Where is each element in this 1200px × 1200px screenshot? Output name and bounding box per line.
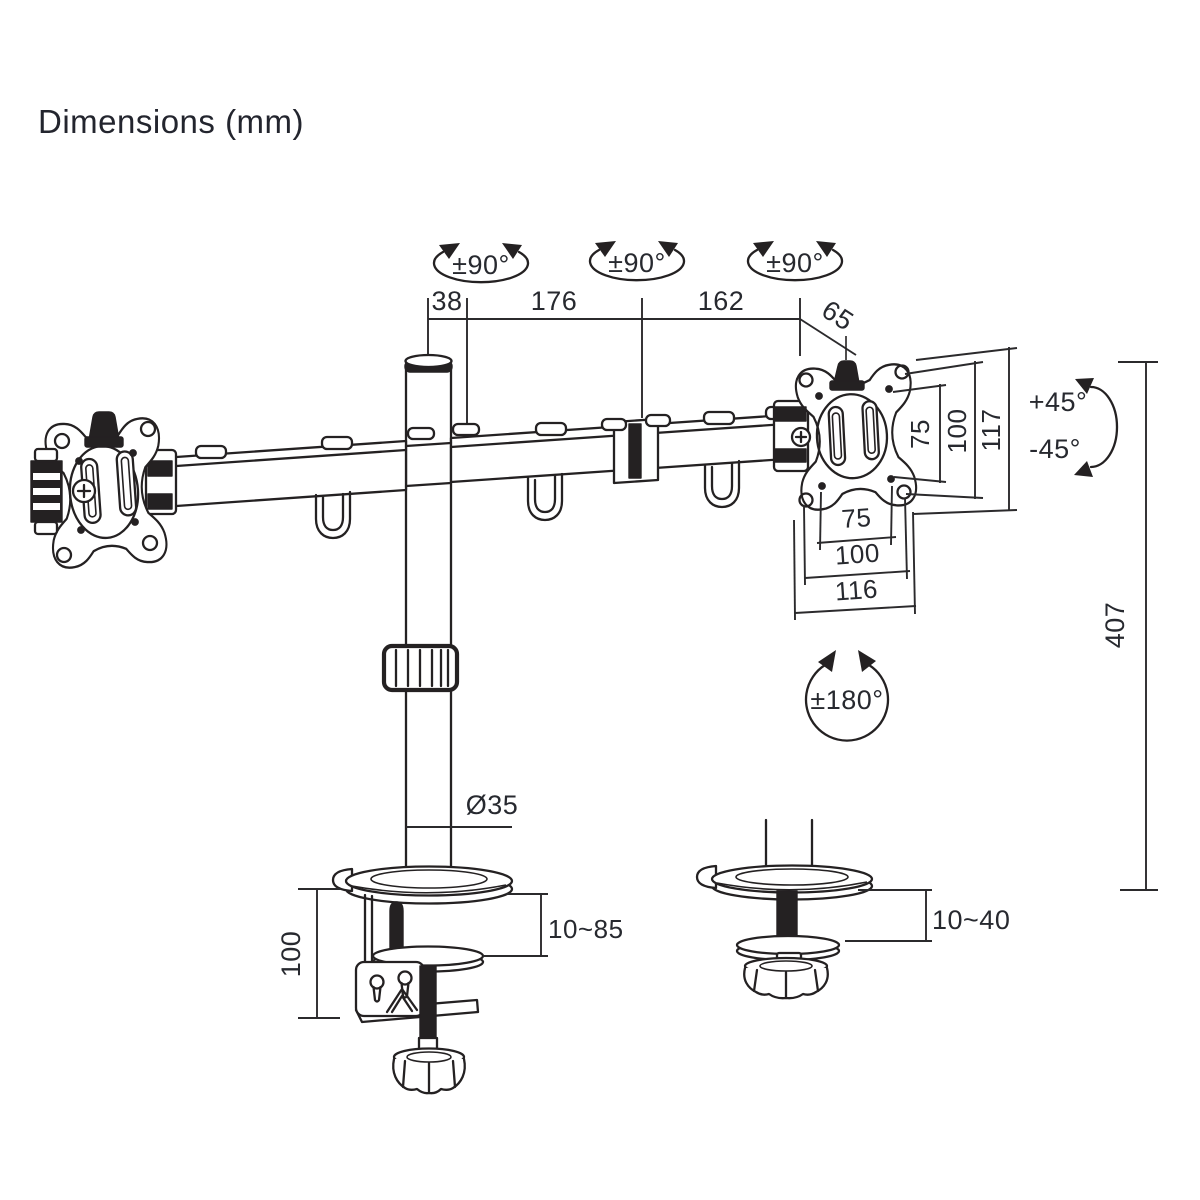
dim-label-65: 65 xyxy=(817,295,859,337)
dim-label-38: 38 xyxy=(431,286,462,316)
dim-clamp-height: 100 xyxy=(276,888,340,1019)
vesa-plate-left xyxy=(30,411,178,570)
dim-label-100: 100 xyxy=(276,931,306,978)
dim-label-v100: 100 xyxy=(942,409,972,454)
dim-label-176: 176 xyxy=(531,286,578,316)
dim-vesa-vertical: 75 100 117 xyxy=(892,347,1018,515)
arm-mid-joint xyxy=(600,413,672,485)
pole-collar xyxy=(381,643,460,693)
grommet-screw-rod xyxy=(776,890,798,942)
grommet-mount xyxy=(695,818,874,1000)
rotation-symbol-mid: ±90° xyxy=(588,241,686,282)
dim-pole-height: 407 xyxy=(1100,361,1158,891)
tilt-annotation: +45° -45° xyxy=(1029,378,1119,477)
vesa-plate-right xyxy=(772,336,919,512)
grommet-washer xyxy=(735,934,841,956)
tilt-arc xyxy=(1089,385,1119,469)
right-knob xyxy=(833,360,860,384)
swivel-symbol: ±180° xyxy=(804,650,890,742)
dim-grommet-range: 10~40 xyxy=(845,889,1010,942)
dim-label-h75: 75 xyxy=(840,502,872,534)
dim-label-d35: Ø35 xyxy=(466,790,519,820)
dim-label-v117: 117 xyxy=(976,409,1006,452)
rotation-label-mid: ±90° xyxy=(608,248,666,278)
rotation-label-pole: ±90° xyxy=(452,250,510,280)
swivel-label: ±180° xyxy=(810,685,883,715)
dim-label-10-40: 10~40 xyxy=(932,905,1010,935)
dim-label-h116: 116 xyxy=(834,574,879,607)
pole-arm-joint xyxy=(404,422,481,488)
dim-clamp-range: 10~85 xyxy=(483,893,624,957)
tilt-down-label: -45° xyxy=(1029,434,1081,464)
dim-label-10-85: 10~85 xyxy=(548,914,624,944)
rotation-symbol-head: ±90° xyxy=(746,241,844,282)
clamp-base xyxy=(331,865,514,1095)
dim-label-v75: 75 xyxy=(905,419,935,449)
cable-hooks-bottom xyxy=(314,459,741,540)
dim-label-407: 407 xyxy=(1100,602,1130,649)
rotation-label-head: ±90° xyxy=(766,248,824,278)
dim-vesa-horizontal: 75 100 116 xyxy=(793,485,917,621)
page-title: Dimensions (mm) xyxy=(38,103,305,140)
dim-label-162: 162 xyxy=(698,286,745,316)
left-knob xyxy=(88,411,120,441)
rotation-symbol-pole: ±90° xyxy=(432,243,530,284)
dim-label-h100: 100 xyxy=(834,537,881,570)
dim-pole-diameter: Ø35 xyxy=(406,790,519,828)
tilt-up-label: +45° xyxy=(1029,387,1088,417)
